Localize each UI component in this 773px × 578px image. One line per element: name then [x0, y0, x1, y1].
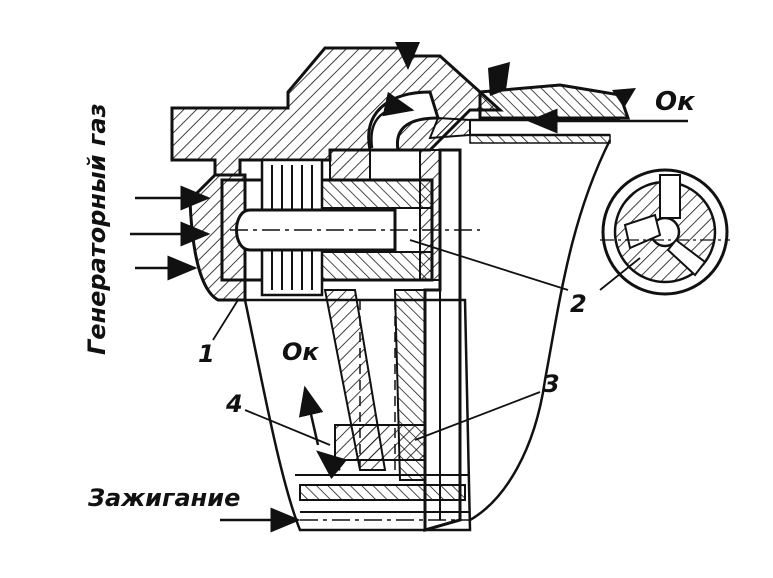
leader-lines	[212, 239, 641, 446]
callout-1: 1	[198, 340, 215, 368]
nozzle-body	[188, 149, 480, 302]
flow-arrows	[130, 91, 688, 533]
callout-3: 3	[543, 370, 560, 398]
cross-section-detail	[600, 168, 730, 296]
ignition-label: Зажигание	[87, 484, 240, 512]
igniter-body	[243, 289, 472, 532]
oxidizer-top-label: Ок	[655, 87, 696, 117]
generator-gas-label: Генераторный газ	[83, 103, 111, 355]
oxidizer-swirl-arrow	[370, 91, 415, 149]
oxidizer-return-arrow	[316, 450, 348, 480]
callout-4: 4	[225, 390, 243, 418]
oxidizer-lower-arrow	[298, 385, 324, 446]
callout-2: 2	[570, 290, 587, 318]
chamber-wall	[423, 139, 612, 532]
oxidizer-lower-label: Ок	[282, 338, 319, 366]
